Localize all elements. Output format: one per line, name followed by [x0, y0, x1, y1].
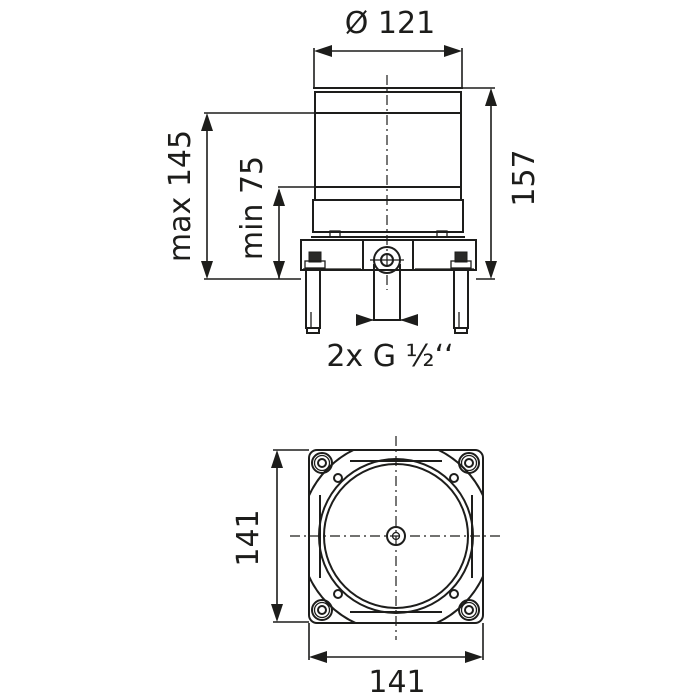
side-view: Ø 121	[163, 6, 542, 374]
cylinder-body	[314, 91, 462, 201]
arrow-down-icon	[273, 261, 285, 279]
corner-bolt-icon	[311, 599, 333, 621]
arrow-down-icon	[271, 604, 283, 622]
width-label: 141	[368, 665, 425, 700]
arrow-right-icon	[444, 45, 462, 57]
leg-right	[453, 269, 469, 329]
corner-bolt-icon	[458, 599, 480, 621]
nut-left-icon	[308, 251, 322, 263]
arrow-right-icon	[465, 651, 483, 663]
arrow-left-icon	[314, 45, 332, 57]
cylinder-inner-ring	[323, 463, 469, 609]
screw-icon	[449, 589, 459, 599]
leg-left	[305, 269, 321, 329]
total-height-label: 157	[507, 149, 542, 206]
leg-right-foot	[454, 327, 468, 334]
cylinder-outer-ring	[318, 458, 474, 614]
arrow-down-icon	[485, 261, 497, 279]
arrow-up-icon	[485, 88, 497, 106]
washer-left	[304, 260, 326, 269]
outlet-pipe	[373, 264, 401, 321]
arrow-pipe-left-icon	[356, 314, 374, 326]
base-square	[308, 449, 484, 624]
center-hole	[391, 531, 401, 541]
leg-left-foot	[306, 327, 320, 334]
arrow-up-icon	[273, 188, 285, 206]
corner-bolt-icon	[458, 452, 480, 474]
recess-left	[300, 239, 364, 270]
arrow-pipe-right-icon	[400, 314, 418, 326]
max-height-label: max 145	[163, 130, 198, 262]
connection-label: 2x G ½‘‘	[326, 339, 453, 374]
lower-housing	[312, 199, 464, 233]
screw-icon	[449, 473, 459, 483]
height-label: 141	[231, 509, 266, 566]
recess-right	[412, 239, 476, 269]
washer-right	[450, 260, 472, 269]
center-boss-icon	[386, 526, 406, 546]
screw-icon	[333, 589, 343, 599]
min-height-label: min 75	[235, 156, 270, 260]
arrow-left-icon	[309, 651, 327, 663]
corner-bolt-icon	[311, 452, 333, 474]
arrow-up-icon	[201, 113, 213, 131]
top-view: 141 141	[231, 436, 502, 700]
screw-icon	[333, 473, 343, 483]
nut-right-icon	[454, 251, 468, 263]
arrow-down-icon	[201, 261, 213, 279]
diameter-label: Ø 121	[345, 6, 435, 41]
arrow-up-icon	[271, 450, 283, 468]
